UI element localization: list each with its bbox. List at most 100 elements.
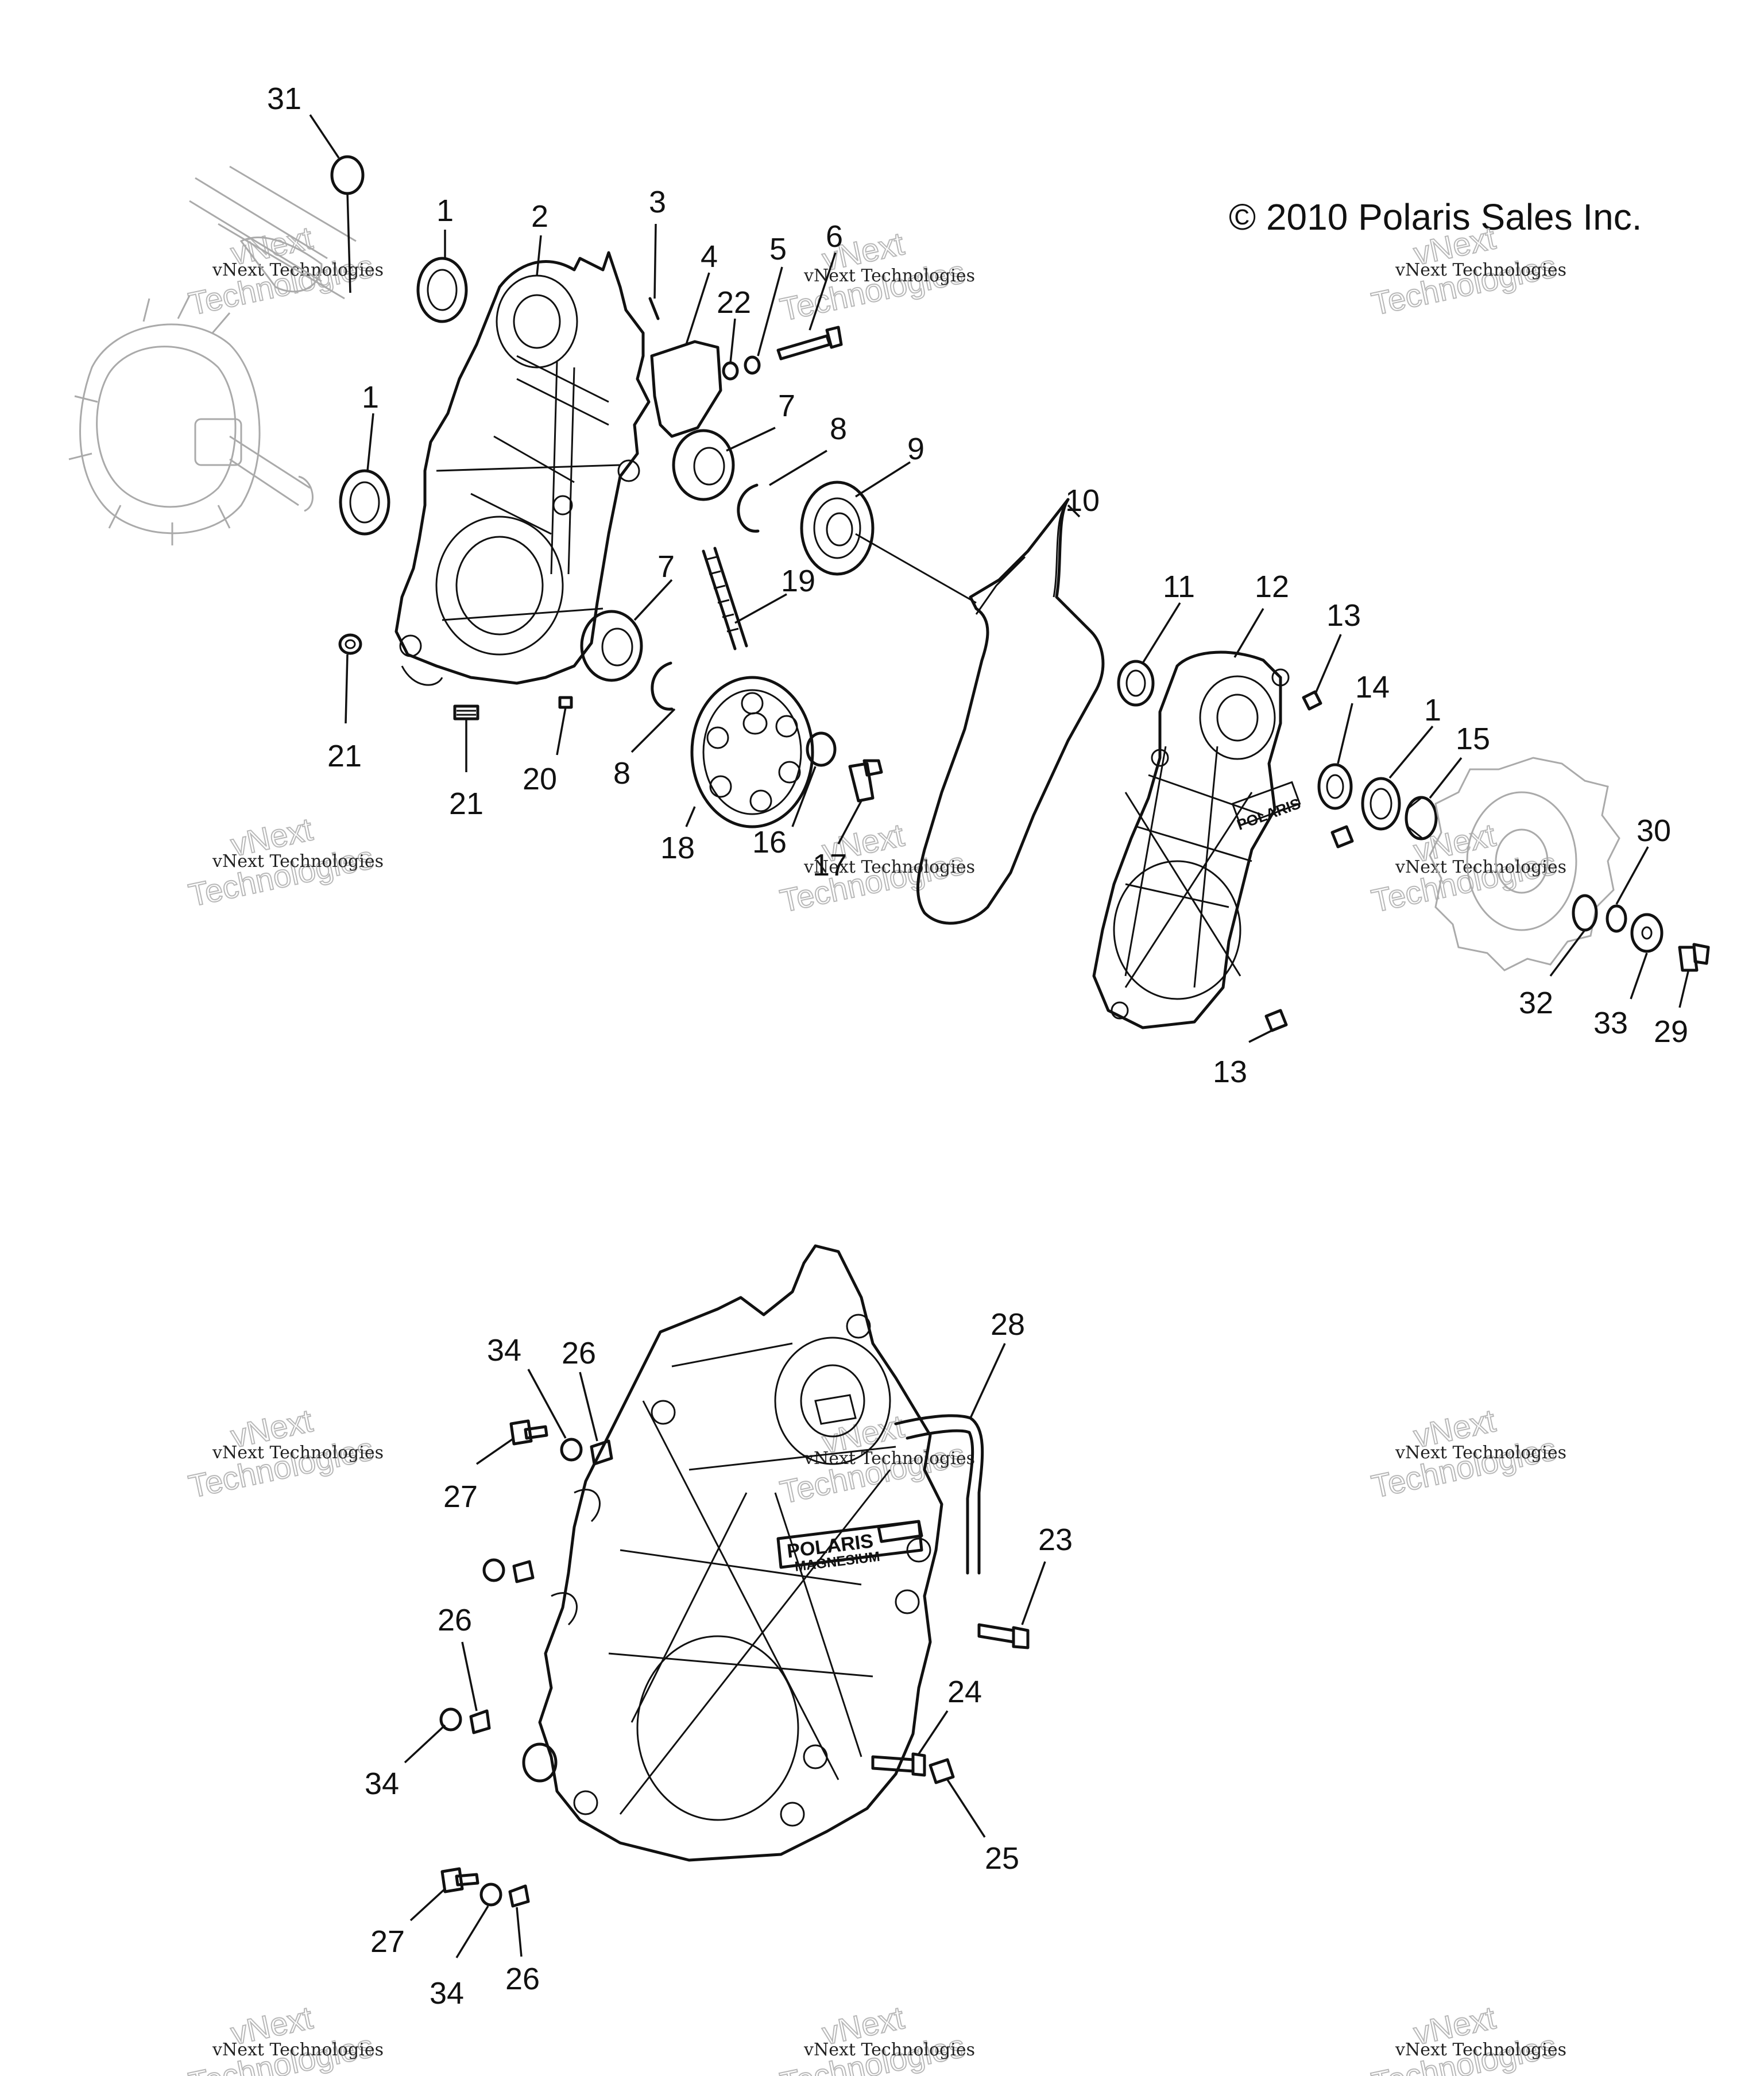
part-31-o-ring: [330, 155, 365, 195]
callout-10: 10: [1065, 483, 1100, 518]
center-axis-line: [855, 533, 977, 604]
callout-31: 31: [267, 82, 301, 116]
part-7-bearing-upper: [672, 429, 735, 501]
copyright-text: © 2010 Polaris Sales Inc.: [1229, 196, 1642, 238]
part-4-tensioner-block: [650, 340, 722, 438]
watermark-text: vNext Technologies: [1395, 260, 1566, 280]
part-8-snap-ring-upper: [737, 483, 760, 533]
part-13-nut-mid: [1330, 825, 1354, 849]
callout-19: 19: [781, 564, 815, 598]
callout-27: 27: [443, 1479, 478, 1514]
part-2-inner-case: [394, 251, 651, 686]
callout-5: 5: [769, 232, 787, 266]
part-21-drain-plug: [453, 704, 479, 721]
part-20-dowel-pin: [558, 696, 573, 709]
callout-11: 11: [1163, 570, 1195, 604]
watermark: Technologies vNext vNext Technologies: [776, 1998, 975, 2076]
callout-24: 24: [947, 1675, 982, 1709]
callout-7: 7: [778, 389, 795, 423]
polaris-logo-small: POLARIS: [1235, 795, 1303, 834]
part-33-washer: [1630, 913, 1664, 953]
part-14-seal: [1317, 763, 1353, 810]
part-34-washer-upper: [560, 1438, 583, 1462]
part-26-nut-mid-upper: [512, 1560, 535, 1583]
part-7-bearing-lower: [580, 610, 643, 682]
ghost-shaft: [189, 165, 357, 300]
callout-32: 32: [1519, 986, 1553, 1020]
callout-13-lower: 13: [1213, 1055, 1247, 1089]
part-17-bolt: [848, 759, 883, 803]
chain-links: [705, 556, 739, 633]
part-22-nut: [722, 361, 739, 381]
callout-26: 26: [562, 1336, 596, 1370]
callout-14: 14: [1355, 670, 1390, 704]
part-25-nut: [929, 1758, 955, 1784]
callout-20: 20: [523, 762, 557, 796]
part-34-washer-lower: [479, 1883, 502, 1907]
callout-16: 16: [752, 825, 787, 859]
callout-numbers: 31 1 2 3 4 5 6 22 1 7 8 9 10 7 19 11 12 …: [267, 82, 1688, 2011]
callout-18: 18: [660, 831, 695, 865]
callout-12: 12: [1255, 570, 1289, 604]
part-29-bolt: [1678, 943, 1710, 972]
callout-25: 25: [985, 1841, 1019, 1876]
callout-23: 23: [1038, 1523, 1073, 1557]
part-28-hose-inner: [906, 1429, 974, 1575]
callout-26-mid: 26: [438, 1603, 472, 1637]
leader-lines: [309, 114, 1689, 1958]
callout-2: 2: [531, 199, 548, 234]
part-3-roll-pin: [648, 297, 660, 320]
part-32-snap-ring: [1572, 894, 1598, 932]
part-9-sprocket: [800, 481, 875, 576]
polaris-magnesium-logo: POLARIS MAGNESIUM: [776, 1520, 923, 1575]
part-24-bolt: [871, 1752, 926, 1777]
part-27-bolt-upper: [509, 1419, 548, 1446]
callout-33: 33: [1593, 1006, 1628, 1040]
part-23-bolt: [977, 1623, 1030, 1649]
callout-1-right: 1: [1424, 693, 1441, 727]
callout-17: 17: [813, 848, 847, 882]
assembled-cover: [522, 1244, 943, 1862]
part-26-nut-lower: [508, 1884, 530, 1908]
watermark: Technologies vNext vNext Technologies: [1368, 1998, 1566, 2076]
part-27-bolt-lower: [440, 1867, 479, 1893]
watermark: Technologies vNext vNext Technologies: [776, 1407, 975, 1511]
watermark: Technologies vNext vNext Technologies: [1368, 1401, 1566, 1505]
watermark-text: vNext Technologies: [803, 857, 975, 877]
callout-28: 28: [991, 1307, 1025, 1342]
watermark: Technologies vNext vNext Technologies: [185, 1998, 384, 2076]
watermark: Technologies vNext vNext Technologies: [776, 224, 975, 328]
part-1-seal-upper: [416, 257, 468, 323]
part-1-seal-right: [1361, 777, 1401, 831]
callout-1: 1: [436, 193, 454, 228]
callout-7-lower: 7: [657, 549, 675, 584]
callout-21: 21: [327, 739, 362, 773]
callout-22: 22: [717, 285, 751, 320]
part-11-seal: [1117, 660, 1155, 707]
part-34-washer-mid-upper: [482, 1558, 505, 1582]
callout-15: 15: [1456, 722, 1490, 756]
watermark-text: vNext Technologies: [212, 1443, 384, 1463]
callout-27-lower: 27: [370, 1924, 405, 1959]
callout-9: 9: [907, 432, 924, 466]
watermark-text: vNext Technologies: [803, 2040, 975, 2060]
part-5-washer: [744, 355, 761, 375]
watermark-text: vNext Technologies: [803, 1448, 975, 1469]
watermark-text: vNext Technologies: [1395, 857, 1566, 877]
part-30-washer: [1606, 904, 1627, 933]
callout-6: 6: [826, 219, 843, 254]
callout-30: 30: [1637, 814, 1671, 848]
part-34-washer-mid: [439, 1707, 462, 1732]
callout-8: 8: [830, 412, 847, 446]
part-28-hose: [894, 1414, 984, 1575]
part-21-vent-plug: [338, 633, 362, 655]
part-16-washer: [806, 731, 837, 767]
part-10-gasket: [916, 498, 1105, 925]
watermark-text: vNext Technologies: [212, 2040, 384, 2060]
callout-34: 34: [487, 1333, 521, 1368]
part-6-bolt: [776, 326, 843, 361]
part-26-nut-mid: [469, 1709, 491, 1734]
part-13-bolt-upper: [1302, 690, 1322, 711]
part-19-chain: [702, 547, 748, 650]
callout-26-lower: 26: [505, 1962, 540, 1996]
